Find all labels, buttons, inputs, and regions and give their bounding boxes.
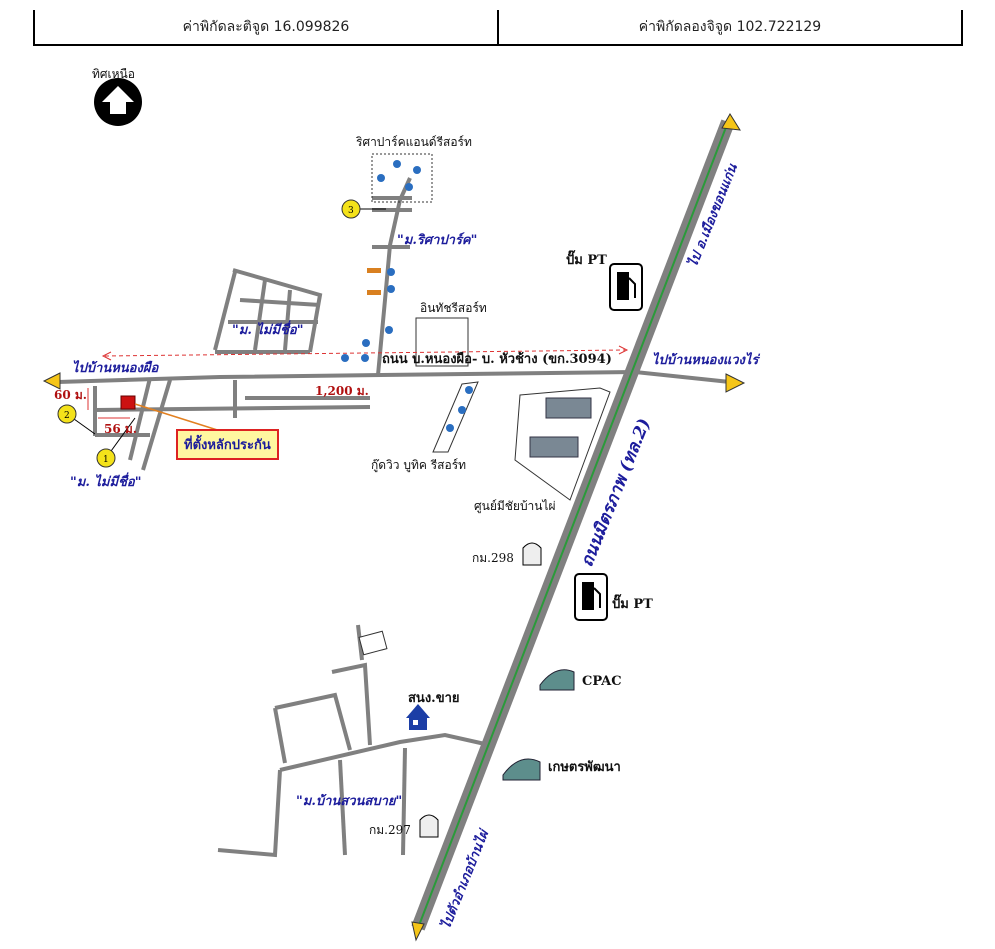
small-building xyxy=(358,630,388,656)
pt-station-north-label: ปั๊ม PT xyxy=(566,250,607,268)
building-icons xyxy=(529,397,592,458)
sales-office-label: สนง.ขาย xyxy=(408,691,460,706)
marker-1: 1 xyxy=(96,417,136,468)
road-stubs xyxy=(367,268,381,295)
direction-arrows xyxy=(42,113,746,942)
resort-boundary xyxy=(371,153,433,203)
latitude-label: ค่าพิกัดละติจูด 16.099826 xyxy=(182,19,350,35)
km297-label: กม.297 xyxy=(369,823,411,837)
marker-3: 3 xyxy=(341,199,386,219)
pt-station-south-label: ปั๊ม PT xyxy=(612,594,653,612)
village-no-name-north: "ม. ไม่มีชื่อ" xyxy=(232,320,303,338)
goodview-boundary xyxy=(432,381,479,453)
village-ritsa-park: "ม.ริศาปาร์ค" xyxy=(397,232,477,248)
office-icon xyxy=(406,704,430,730)
ritsa-park-resort-label: ริศาปาร์คแอนด์รีสอร์ท xyxy=(355,135,472,149)
goodview-resort-label: กู๊ดวิว บูทิค รีสอร์ท xyxy=(371,458,466,473)
dimension-lines xyxy=(87,388,130,419)
distance-horizontal: 56 ม. xyxy=(104,422,137,436)
distance-vertical: 60 ม. xyxy=(54,388,87,402)
local-road-extent xyxy=(101,345,629,361)
km-post-icon xyxy=(522,542,542,566)
longitude-label: ค่าพิกัดลองจิจูด 102.722129 xyxy=(497,10,961,44)
collateral-location-label: ที่ตั้งหลักประกัน xyxy=(176,429,279,460)
house-icons xyxy=(341,160,473,432)
to-nong-waeng-rai-label: ไปบ้านหนองแวงไร่ xyxy=(652,352,760,368)
warehouse-icon xyxy=(502,758,541,781)
km298-label: กม.298 xyxy=(472,551,514,565)
cpac-label: CPAC xyxy=(582,674,622,689)
medical-center-boundary xyxy=(514,387,611,501)
gas-station-icon xyxy=(574,573,608,621)
kaset-label: เกษตรพัฒนา xyxy=(548,760,621,775)
compass-label: ทิศเหนือ xyxy=(92,67,135,81)
km-post-icon xyxy=(419,814,439,838)
warehouse-icon xyxy=(539,669,575,691)
gas-station-icon xyxy=(609,263,643,311)
north-arrow-icon xyxy=(94,78,142,126)
to-nong-phue-label: ไปบ้านหนองผือ xyxy=(72,360,159,376)
highway-mittraphap xyxy=(411,119,735,931)
inthat-resort-boundary xyxy=(415,317,469,367)
local-road-label: ถนน บ.หนองผือ- บ. หัวช้าง (ขก.3094) xyxy=(382,351,612,367)
distance-main: 1,200 ม. xyxy=(315,384,369,398)
medical-center-label: ศูนย์มีชัยบ้านไผ่ xyxy=(474,499,556,514)
village-ban-suan-sabai: "ม.บ้านสวนสบาย" xyxy=(296,793,402,809)
local-roads xyxy=(57,177,731,858)
svg-text:3: 3 xyxy=(348,206,354,216)
coordinate-bar: ค่าพิกัดละติจูด 16.099826 ค่าพิกัดลองจิจ… xyxy=(33,10,963,46)
village-no-name-south: "ม. ไม่มีชื่อ" xyxy=(70,472,141,490)
svg-text:1: 1 xyxy=(103,455,109,465)
inthat-resort-label: อินทัชรีสอร์ท xyxy=(420,301,487,315)
marker-2: 2 xyxy=(57,404,96,435)
svg-text:2: 2 xyxy=(64,411,70,421)
